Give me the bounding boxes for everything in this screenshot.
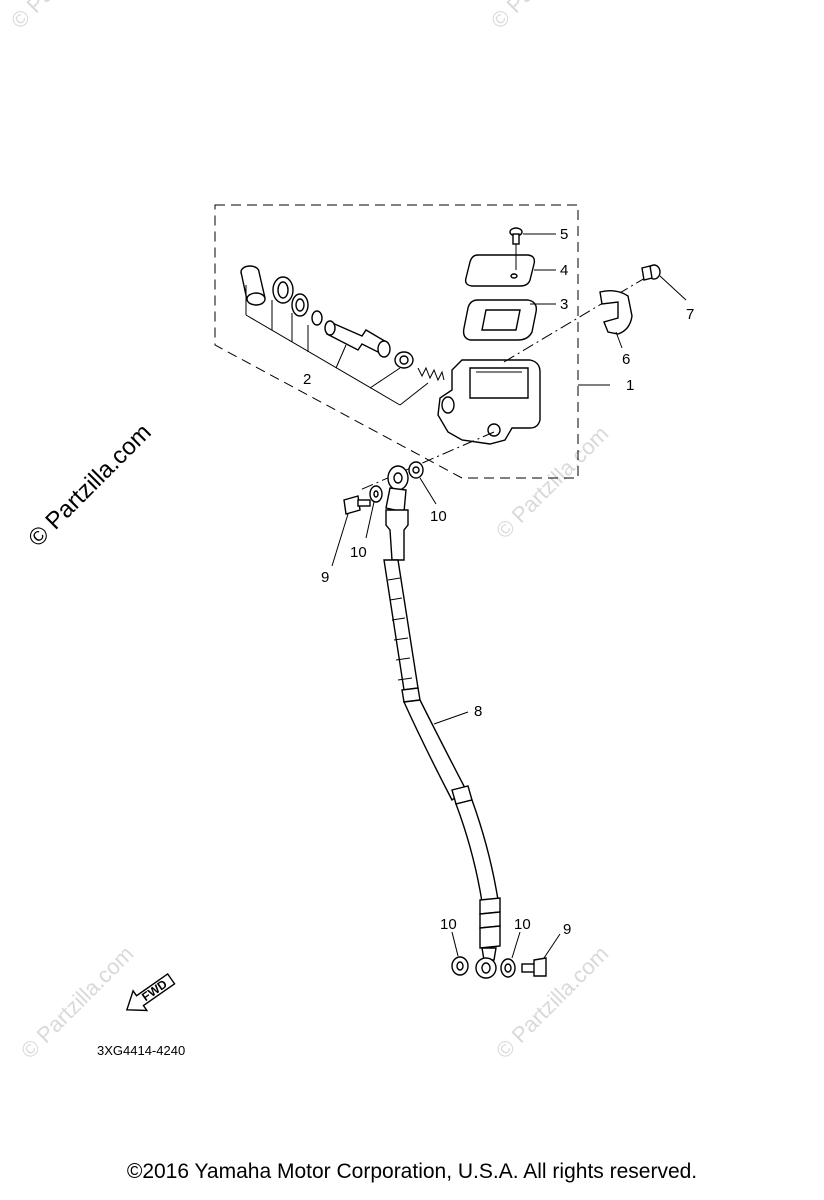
lower-banjo-fitting (475, 947, 497, 979)
leader-9b (543, 933, 561, 959)
upper-washer-left (369, 485, 383, 503)
axis-line-upper (503, 271, 656, 363)
leader-9a (331, 513, 349, 567)
callout-8: 8 (474, 703, 482, 720)
cap-screw (509, 227, 523, 270)
upper-banjo-fitting (385, 465, 409, 513)
leader-7 (659, 275, 687, 301)
upper-washer-right (408, 461, 424, 479)
watermark-left: © Partzilla.com (23, 419, 156, 552)
callout-10-upper-right: 10 (430, 508, 447, 525)
callout-7: 7 (686, 306, 694, 323)
callout-3: 3 (560, 296, 568, 313)
callout-2: 2 (303, 371, 311, 388)
circlip (272, 276, 294, 304)
reservoir-cap (464, 254, 536, 287)
dust-boot (240, 265, 266, 306)
watermark-mid-right: © Partzilla.com (491, 421, 614, 544)
cup-seal (394, 351, 414, 369)
diaphragm (462, 299, 538, 341)
lower-washer-left (451, 956, 469, 976)
callout-1: 1 (626, 377, 634, 394)
leader-10a (419, 477, 437, 505)
washer (291, 293, 309, 317)
master-cylinder-body (437, 359, 541, 445)
brake-hose (383, 509, 501, 949)
leader-10c (451, 931, 459, 957)
callout-9-lower: 9 (563, 921, 571, 938)
holder-bracket (599, 289, 633, 335)
leader-2 (245, 285, 429, 406)
spring (417, 366, 445, 382)
callout-6: 6 (622, 351, 630, 368)
o-ring (311, 310, 323, 326)
leader-10d (511, 931, 521, 959)
copyright-notice: ©2016 Yamaha Motor Corporation, U.S.A. A… (126, 1160, 698, 1183)
callout-4: 4 (560, 262, 568, 279)
fwd-arrow-icon: FWD (125, 972, 176, 1012)
diagram-reference: 3XG4414-4240 (97, 1043, 185, 1058)
piston (324, 320, 391, 358)
holder-bolt (641, 264, 661, 281)
lower-washer-right (500, 958, 516, 978)
upper-union-bolt (343, 495, 371, 515)
leader-8 (433, 711, 469, 725)
assembly-boundary (214, 204, 579, 479)
callout-10-upper-left: 10 (350, 544, 367, 561)
lower-union-bolt (521, 957, 547, 977)
watermark-top-right: © Partzilla.com (486, 0, 609, 34)
callout-5: 5 (560, 226, 568, 243)
callout-9-upper: 9 (321, 569, 329, 586)
callout-10-lower-left: 10 (440, 916, 457, 933)
leader-10b (365, 501, 375, 539)
watermark-top-left: © Partzilla.com (6, 0, 129, 34)
callout-10-lower-right: 10 (514, 916, 531, 933)
leader-6 (615, 331, 623, 349)
axis-line-lower (359, 431, 495, 491)
